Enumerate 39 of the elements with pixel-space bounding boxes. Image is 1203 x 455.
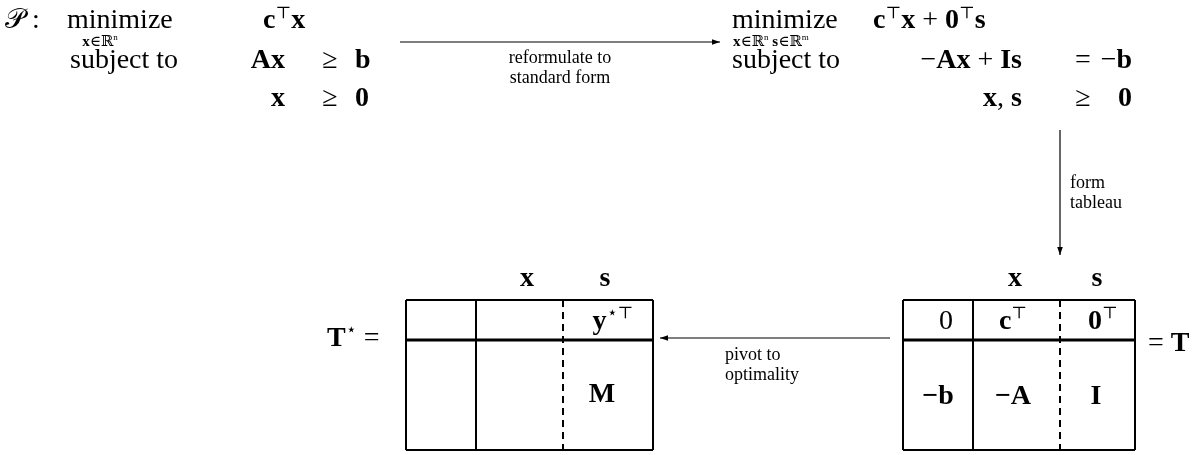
problem-label: 𝒫 : xyxy=(5,4,40,35)
math-expression: x, s xyxy=(983,82,1022,113)
matrix-entry: −b xyxy=(922,379,954,411)
matrix-entry: M xyxy=(588,377,616,409)
math-expression: Ax xyxy=(250,44,285,75)
subscript-text: x∈ℝ$^{n}$ s∈ℝ$^{m}$ xyxy=(733,33,809,49)
arrow xyxy=(659,335,891,341)
matrix-entry: c$^{⊤}$ xyxy=(998,304,1028,336)
relation-sign: ≥ xyxy=(1075,82,1091,113)
relation-sign: = xyxy=(1075,44,1091,75)
tableau-name: T$^{⋆}$ = xyxy=(327,321,380,353)
edge-label: form tableau xyxy=(1070,173,1123,213)
operator-word: minimize xyxy=(732,4,838,35)
edge-label: pivot to optimality xyxy=(725,345,800,385)
matrix-entry: I xyxy=(1090,379,1102,411)
subscript-text: x∈ℝ$^{n}$ xyxy=(82,33,118,49)
math-expression: 0 xyxy=(1118,82,1132,113)
operator-word: minimize xyxy=(67,4,173,35)
math-expression: x xyxy=(271,82,285,113)
arrow xyxy=(1057,129,1063,256)
relation-sign: ≥ xyxy=(322,44,338,75)
column-header: s xyxy=(599,261,611,293)
column-header: x xyxy=(520,261,534,293)
math-expression: −Ax + Is xyxy=(920,44,1022,75)
edge-label: reformulate to standard form xyxy=(507,48,613,88)
matrix-entry: 0$^{⊤}$ xyxy=(1088,304,1118,336)
column-header: s xyxy=(1091,261,1103,293)
matrix-entry: y$^{⋆⊤}$ xyxy=(592,304,634,336)
arrow xyxy=(399,39,721,45)
column-header: x xyxy=(1008,261,1022,293)
matrix-entry: −A xyxy=(994,379,1032,411)
math-expression: c$^{⊤}$x + 0$^{⊤}$s xyxy=(873,4,986,36)
matrix-entry: 0 xyxy=(939,304,953,336)
math-expression: c$^{⊤}$x xyxy=(263,4,306,36)
tableau-name: = T xyxy=(1148,326,1190,358)
math-expression: 0 xyxy=(355,82,369,113)
relation-sign: ≥ xyxy=(322,82,338,113)
math-expression: b xyxy=(355,44,371,75)
math-expression: −b xyxy=(1100,44,1132,75)
